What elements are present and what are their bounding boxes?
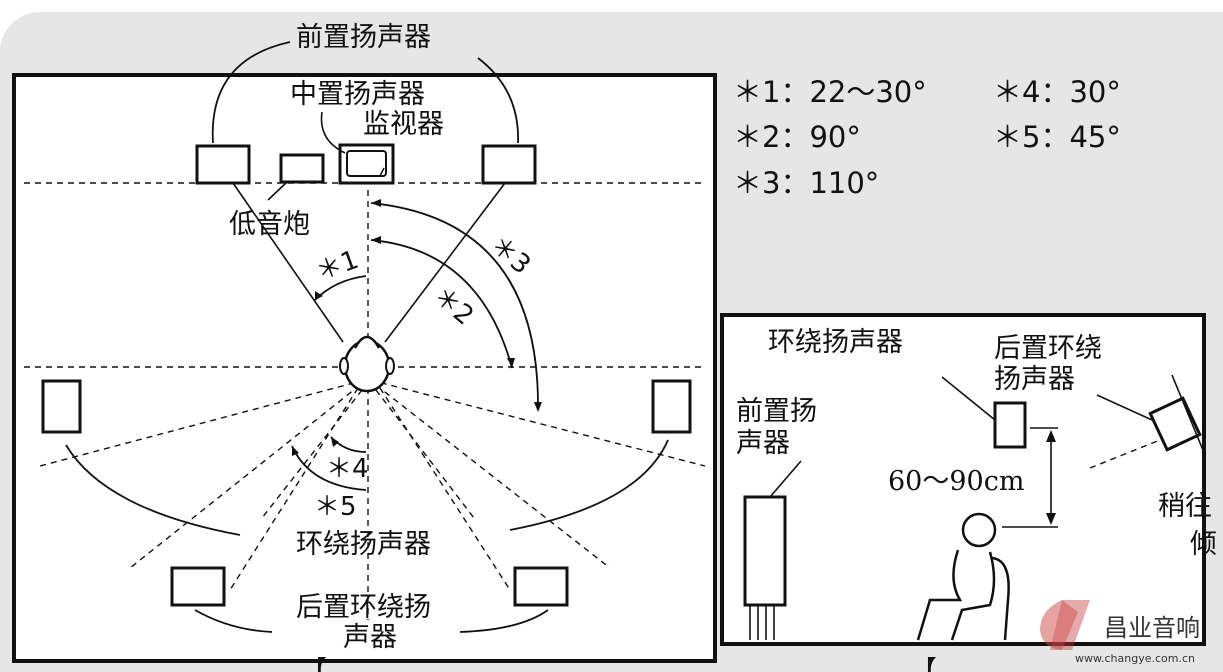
angle-arc-2 — [370, 239, 513, 369]
front-right-speaker — [481, 144, 537, 185]
surround-back-left-speaker — [170, 566, 226, 607]
subwoofer — [279, 153, 325, 184]
legend-item-2: ＊2：90° — [733, 120, 861, 154]
side-view-caption-fragment: 【 — [910, 656, 937, 672]
side-view-frame — [720, 313, 1206, 646]
watermark: 昌业音响 www.changye.com.cn — [1040, 600, 1200, 665]
watermark-url: www.changye.com.cn — [1075, 652, 1195, 665]
legend-item-3: ＊3：110° — [733, 166, 879, 200]
side-front-speaker — [743, 495, 787, 640]
listener-head-icon — [339, 335, 395, 393]
surround-back-left-arc — [194, 609, 273, 633]
surround-left-speaker — [41, 379, 82, 434]
tilt-label-line1: 稍往 — [1158, 491, 1212, 522]
seated-listener-icon — [916, 512, 1010, 641]
height-measure-label: 60～90cm — [888, 466, 1024, 497]
monitor-icon — [338, 143, 395, 185]
angle-mark-5: ＊5 — [314, 492, 357, 522]
surround-back-label-line1: 后置环绕扬 — [296, 592, 431, 623]
legend-item-1: ＊1：22～30° — [733, 75, 927, 109]
tilt-label-line2: 倾 — [1190, 529, 1217, 560]
side-surround-label: 环绕扬声器 — [768, 327, 903, 358]
legend-item-4: ＊4：30° — [993, 75, 1121, 109]
side-surround-back-line1: 后置环绕 — [994, 333, 1102, 364]
subwoofer-label: 低音炮 — [229, 209, 310, 240]
surround-speakers-label: 环绕扬声器 — [296, 529, 431, 560]
legend-item-5: ＊5：45° — [993, 120, 1121, 154]
watermark-brand: 昌业音响 — [1104, 614, 1200, 642]
tilt-direction-line — [1089, 439, 1161, 469]
front-speakers-arc-right — [477, 57, 519, 144]
surround-left-arc — [65, 444, 241, 536]
angle-mark-4: ＊4 — [326, 454, 369, 484]
line-to-front-right — [384, 182, 506, 343]
surround-right-speaker — [651, 379, 692, 434]
surround-back-right-speaker — [513, 566, 569, 607]
subwoofer-pointer — [267, 181, 288, 201]
side-surround-back-pointer — [941, 376, 996, 421]
side-front-line2: 声器 — [736, 428, 790, 459]
angle-arc-3 — [370, 202, 539, 411]
center-label-pointer — [320, 111, 346, 154]
top-view-caption-fragment: 【 — [300, 656, 327, 672]
surround-back-label-line2: 声器 — [343, 622, 397, 653]
surround-right-arc — [509, 439, 669, 531]
front-left-speaker — [195, 144, 251, 185]
front-speakers-arc — [211, 41, 291, 144]
side-front-pointer — [769, 460, 802, 498]
center-speaker-label: 中置扬声器 — [290, 79, 425, 110]
line-to-front-left — [232, 182, 344, 343]
side-surround-back-line2: 扬声器 — [994, 364, 1075, 395]
radial-lines — [39, 379, 706, 591]
tilted-speaker — [1148, 374, 1206, 456]
side-front-line1: 前置扬 — [736, 396, 817, 427]
side-surround-back-speaker — [993, 401, 1027, 449]
front-speakers-label: 前置扬声器 — [296, 22, 431, 53]
tilted-speaker-pointer — [1096, 394, 1153, 421]
monitor-label: 监视器 — [363, 109, 444, 140]
surround-back-right-arc — [459, 609, 549, 633]
